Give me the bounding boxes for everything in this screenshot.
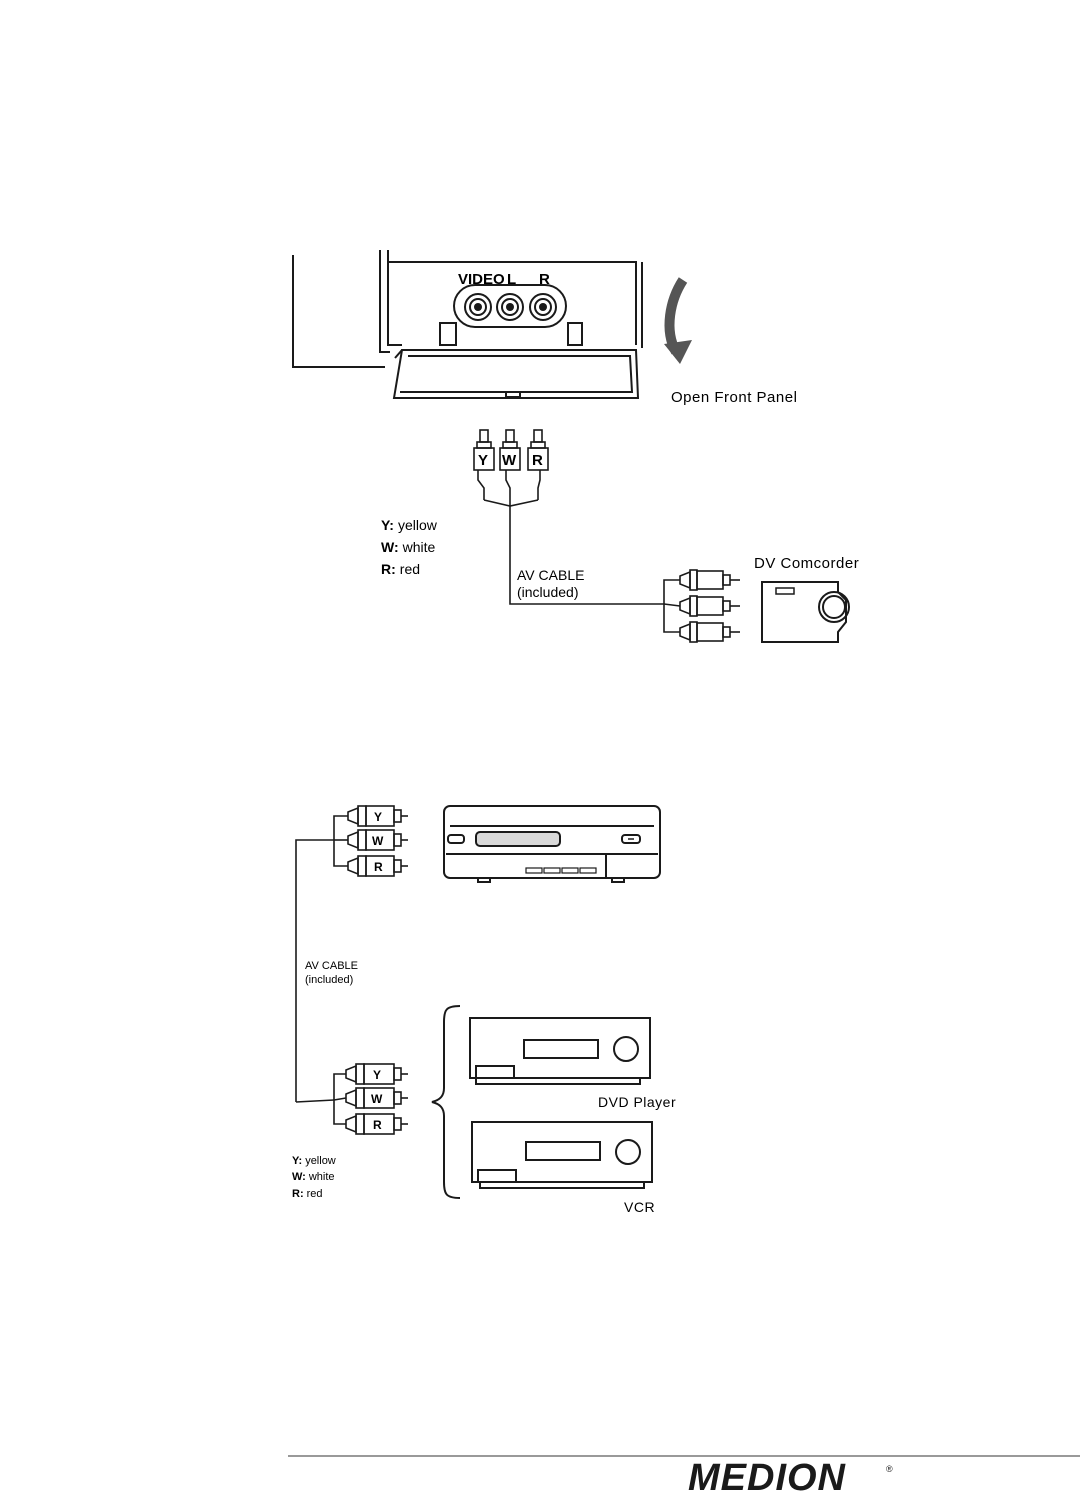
bottom-lower-plug-y-letter: Y [373,1068,381,1082]
legend-item: R:red [381,561,420,577]
dv-camcorder-icon [761,581,850,643]
legend-value: red [400,561,420,577]
legend-key: W: [292,1171,306,1183]
legend-item: W:white [381,539,436,555]
r-jack-label: R [539,271,550,288]
media-player-unit-icon [443,805,661,883]
bottom-lower-rca-plugs [295,1063,408,1135]
device-group-brace [431,1005,461,1199]
medion-logo: MEDION ® [688,1457,893,1492]
legend-item: R:red [292,1188,323,1200]
legend-value: yellow [398,517,438,533]
legend-item: W:white [292,1171,335,1183]
vcr-icon [471,1121,653,1189]
open-panel-arrow-icon [664,277,692,364]
camcorder-rca-plugs [663,569,740,643]
top-color-legend: Y:yellow W:white R:red [381,517,438,577]
legend-value: yellow [305,1155,336,1167]
dv-camcorder-label: DV Comcorder [754,555,859,572]
legend-value: red [307,1188,323,1200]
top-rca-plugs [473,429,664,605]
open-front-panel-label: Open Front Panel [671,389,797,406]
bottom-upper-plug-y-letter: Y [374,810,382,824]
registered-mark: ® [886,1464,893,1474]
l-jack-label: L [507,271,516,288]
vcr-label: VCR [624,1199,655,1215]
dvd-player-label: DVD Player [598,1094,676,1110]
bottom-lower-plug-w-letter: W [371,1092,383,1106]
bottom-cable-label-line2: (included) [305,974,353,986]
legend-item: Y:yellow [292,1155,336,1167]
top-plug-w-letter: W [502,452,517,469]
legend-key: R: [381,561,396,577]
tv-side-panel [292,250,643,399]
audio-l-jack [496,293,524,321]
top-cable-label-line1: AV CABLE [517,567,584,583]
legend-key: Y: [381,517,394,533]
top-plug-r-letter: R [532,452,543,469]
top-plug-y-letter: Y [478,452,488,469]
video-jack [464,293,492,321]
top-cable-label-line2: (included) [517,584,578,600]
bottom-cable-label-line1: AV CABLE [305,960,358,972]
legend-key: R: [292,1188,304,1200]
bottom-upper-plug-w-letter: W [372,834,384,848]
bottom-upper-plug-r-letter: R [374,860,383,874]
legend-value: white [402,539,436,555]
brand-wordmark: MEDION [688,1457,847,1492]
legend-value: white [308,1171,335,1183]
bottom-lower-plug-r-letter: R [373,1118,382,1132]
legend-key: Y: [292,1155,302,1167]
av-input-jacks: VIDEO L R [439,271,583,346]
dvd-player-icon [469,1017,651,1085]
video-jack-label: VIDEO [458,271,505,288]
bottom-upper-rca-plugs [295,805,408,1102]
legend-key: W: [381,539,399,555]
bottom-color-legend: Y:yellow W:white R:red [292,1155,336,1200]
legend-item: Y:yellow [381,517,438,533]
audio-r-jack [529,293,557,321]
